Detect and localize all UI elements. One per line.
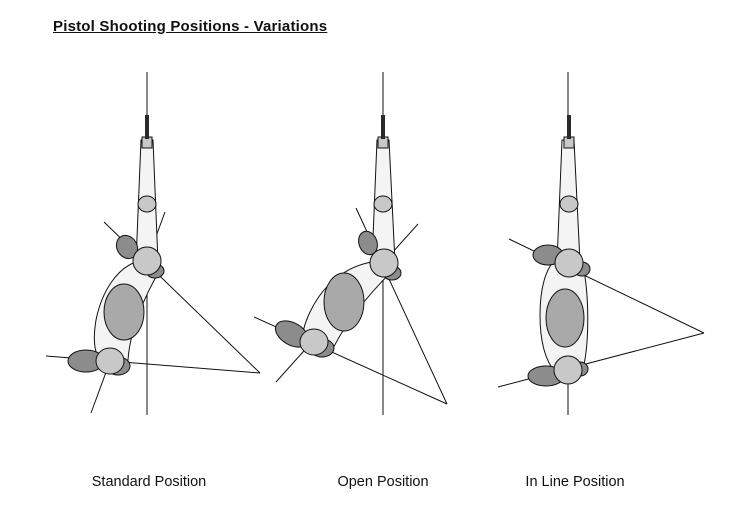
page-title: Pistol Shooting Positions - Variations [53,18,328,35]
shoulder-joint [132,246,162,276]
elbow-joint [373,195,393,213]
pistol-barrel [381,115,385,139]
elbow-joint [559,195,579,213]
elbow-joint [137,195,157,213]
in-line-position-label: In Line Position [525,474,625,490]
torso [323,272,365,332]
hip-joint [95,347,125,375]
hip-joint [299,328,329,356]
in-line-position-figure [497,72,705,415]
open-position-label: Open Position [337,474,429,490]
open-position-figure [253,72,448,415]
torso [545,288,585,348]
standard-position-label: Standard Position [91,474,207,490]
pistol-barrel [145,115,149,139]
rear-shoulder [358,230,378,256]
torso [103,283,145,341]
pistol-barrel [567,115,571,139]
standard-position-figure [45,72,261,415]
shoulder-joint [369,248,399,278]
hip-joint [553,355,583,385]
shoulder-joint [554,248,584,278]
